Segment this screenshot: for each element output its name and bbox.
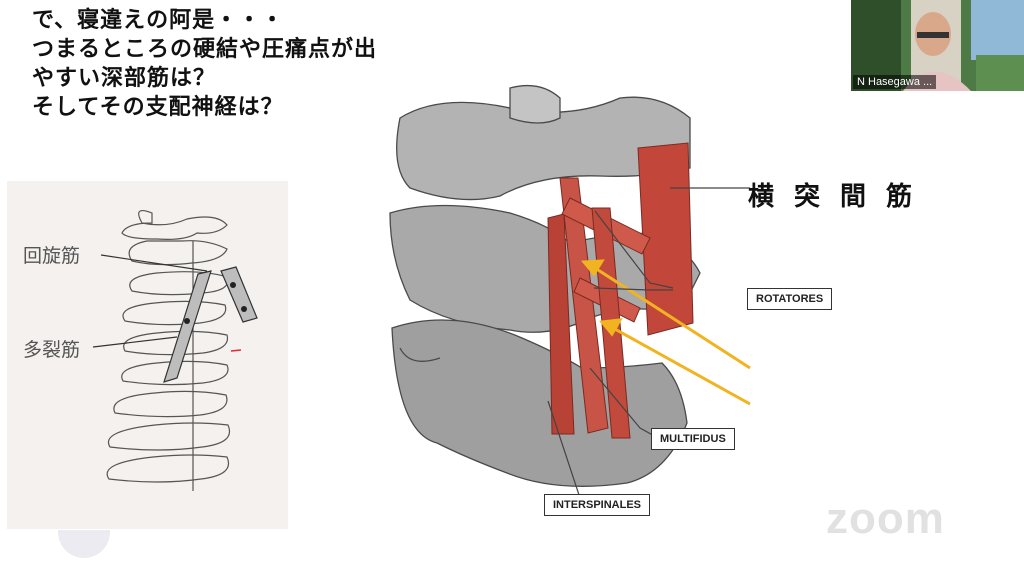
question-line-4: そしてその支配神経は？	[32, 95, 284, 120]
diagram-title-intertransversarii: 横突間筋	[748, 182, 933, 212]
photo-label-rotatores: 回旋筋	[23, 245, 81, 267]
question-line-2: つまるところの硬結や圧痛点が出	[32, 37, 378, 62]
question-line-3: やすい深部筋は？	[32, 66, 217, 91]
photo-label-multifidus: 多裂筋	[23, 339, 81, 361]
textbook-photo: 回旋筋 多裂筋	[7, 181, 288, 529]
participant-name: N Hasegawa ...	[853, 75, 937, 89]
label-interspinales: INTERSPINALES	[544, 494, 651, 516]
label-rotatores: ROTATORES	[747, 288, 833, 310]
question-line-1: で、寝違えの阿是・・・	[32, 8, 285, 33]
spine-line-drawing	[92, 210, 258, 491]
zoom-watermark: zoom	[826, 494, 945, 543]
label-multifidus: MULTIFIDUS	[651, 428, 735, 450]
participant-video-tile[interactable]: N Hasegawa ...	[851, 0, 1024, 91]
spine-muscle-illustration	[389, 84, 751, 503]
decorative-blob	[58, 530, 110, 558]
slide-question: で、寝違えの阿是・・・ つまるところの硬結や圧痛点が出 やすい深部筋は？ そして…	[32, 6, 452, 122]
